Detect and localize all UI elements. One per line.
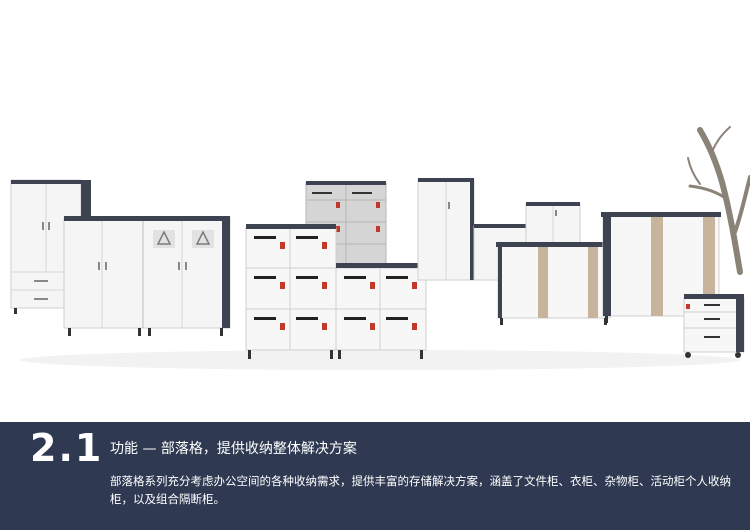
file-cabinet-tall (417, 178, 475, 281)
section-number: 2.1 (30, 426, 104, 470)
caption-band (0, 422, 750, 530)
mobile-pedestal (683, 294, 745, 358)
section-description: 部落格系列充分考虑办公空间的各种收纳需求，提供丰富的存储解决方案，涵盖了文件柜、… (110, 474, 731, 506)
locker-cabinet-front-left (245, 224, 337, 359)
section-title: 功能 — 部落格，提供收纳整体解决方案 (110, 441, 357, 457)
product-photo (0, 122, 750, 422)
decorative-tree (687, 126, 750, 275)
sliding-door-cabinet (496, 242, 612, 325)
locker-cabinet-front-right (335, 263, 427, 359)
storage-cabinet-low (63, 216, 231, 336)
